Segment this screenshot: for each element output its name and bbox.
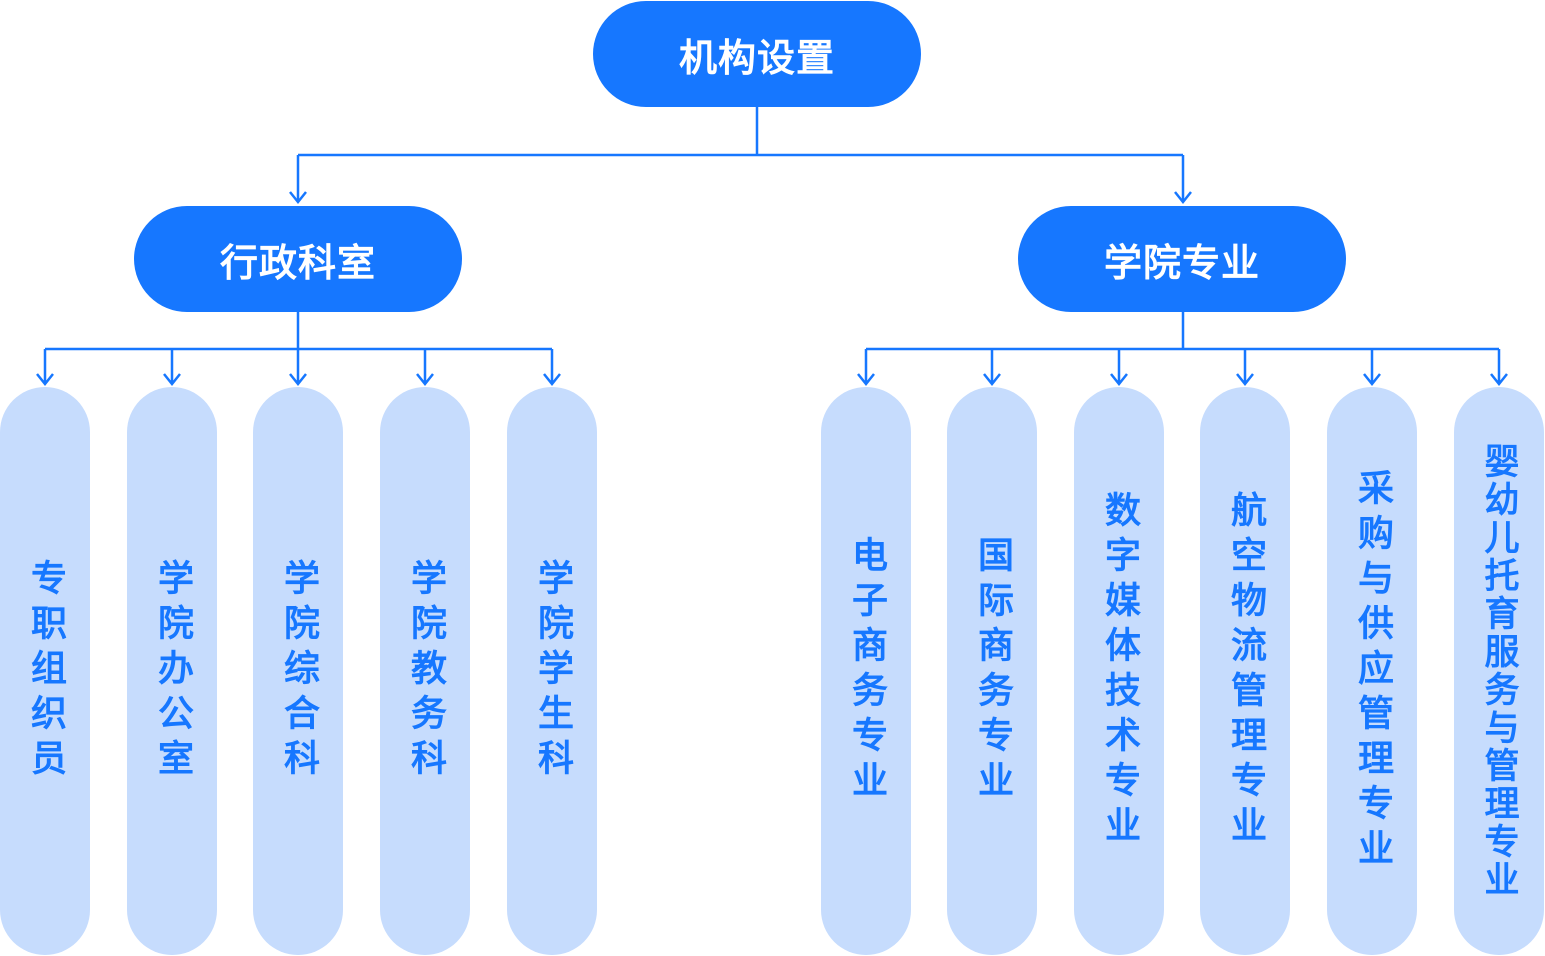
leaf-label: 专职组织员: [25, 558, 66, 784]
leaf-label: 采购与供应管理专业: [1352, 468, 1393, 874]
leaf-node: 婴幼儿托育服务与管理专业: [1454, 387, 1544, 955]
leaf-node: 航空物流管理专业: [1200, 387, 1290, 955]
leaf-label: 航空物流管理专业: [1225, 491, 1266, 851]
root-connector: [296, 107, 1185, 202]
branch-label: 行政科室: [219, 240, 376, 285]
branch-connector-right: [866, 312, 1499, 351]
leaf-arrow: [163, 349, 181, 387]
branch-node-admin: 行政科室: [134, 206, 462, 312]
branch-node-majors: 学院专业: [1018, 206, 1346, 312]
leaf-node: 学院综合科: [253, 387, 343, 955]
leaf-label: 学院办公室: [152, 558, 193, 784]
root-label: 机构设置: [678, 35, 835, 80]
leaf-arrow: [857, 349, 875, 387]
leaf-label: 国际商务专业: [972, 536, 1013, 806]
leaf-arrow: [1110, 349, 1128, 387]
leaf-node: 国际商务专业: [947, 387, 1037, 955]
leaf-label: 学院教务科: [405, 558, 446, 784]
leaf-node: 专职组织员: [0, 387, 90, 955]
leaf-arrow: [289, 349, 307, 387]
leaf-label: 学院学生科: [532, 558, 573, 784]
leaf-arrow: [36, 349, 54, 387]
leaf-arrow: [983, 349, 1001, 387]
leaf-arrow: [1363, 349, 1381, 387]
leaf-node: 数字媒体技术专业: [1074, 387, 1164, 955]
branch-label: 学院专业: [1103, 240, 1260, 285]
leaf-label: 学院综合科: [278, 558, 319, 784]
leaf-label: 数字媒体技术专业: [1099, 491, 1140, 851]
leaf-arrow: [416, 349, 434, 387]
leaf-arrow: [1490, 349, 1508, 387]
leaf-arrow: [543, 349, 561, 387]
leaf-node: 学院学生科: [507, 387, 597, 955]
leaf-node: 采购与供应管理专业: [1327, 387, 1417, 955]
leaf-label: 婴幼儿托育服务与管理专业: [1478, 443, 1519, 899]
root-node: 机构设置: [593, 1, 921, 107]
leaf-node: 电子商务专业: [821, 387, 911, 955]
leaf-node: 学院教务科: [380, 387, 470, 955]
leaf-node: 学院办公室: [127, 387, 217, 955]
arrow-head: [289, 191, 1192, 205]
leaf-arrow: [1236, 349, 1254, 387]
leaf-label: 电子商务专业: [846, 536, 887, 806]
branch-connector-left: [45, 312, 552, 351]
